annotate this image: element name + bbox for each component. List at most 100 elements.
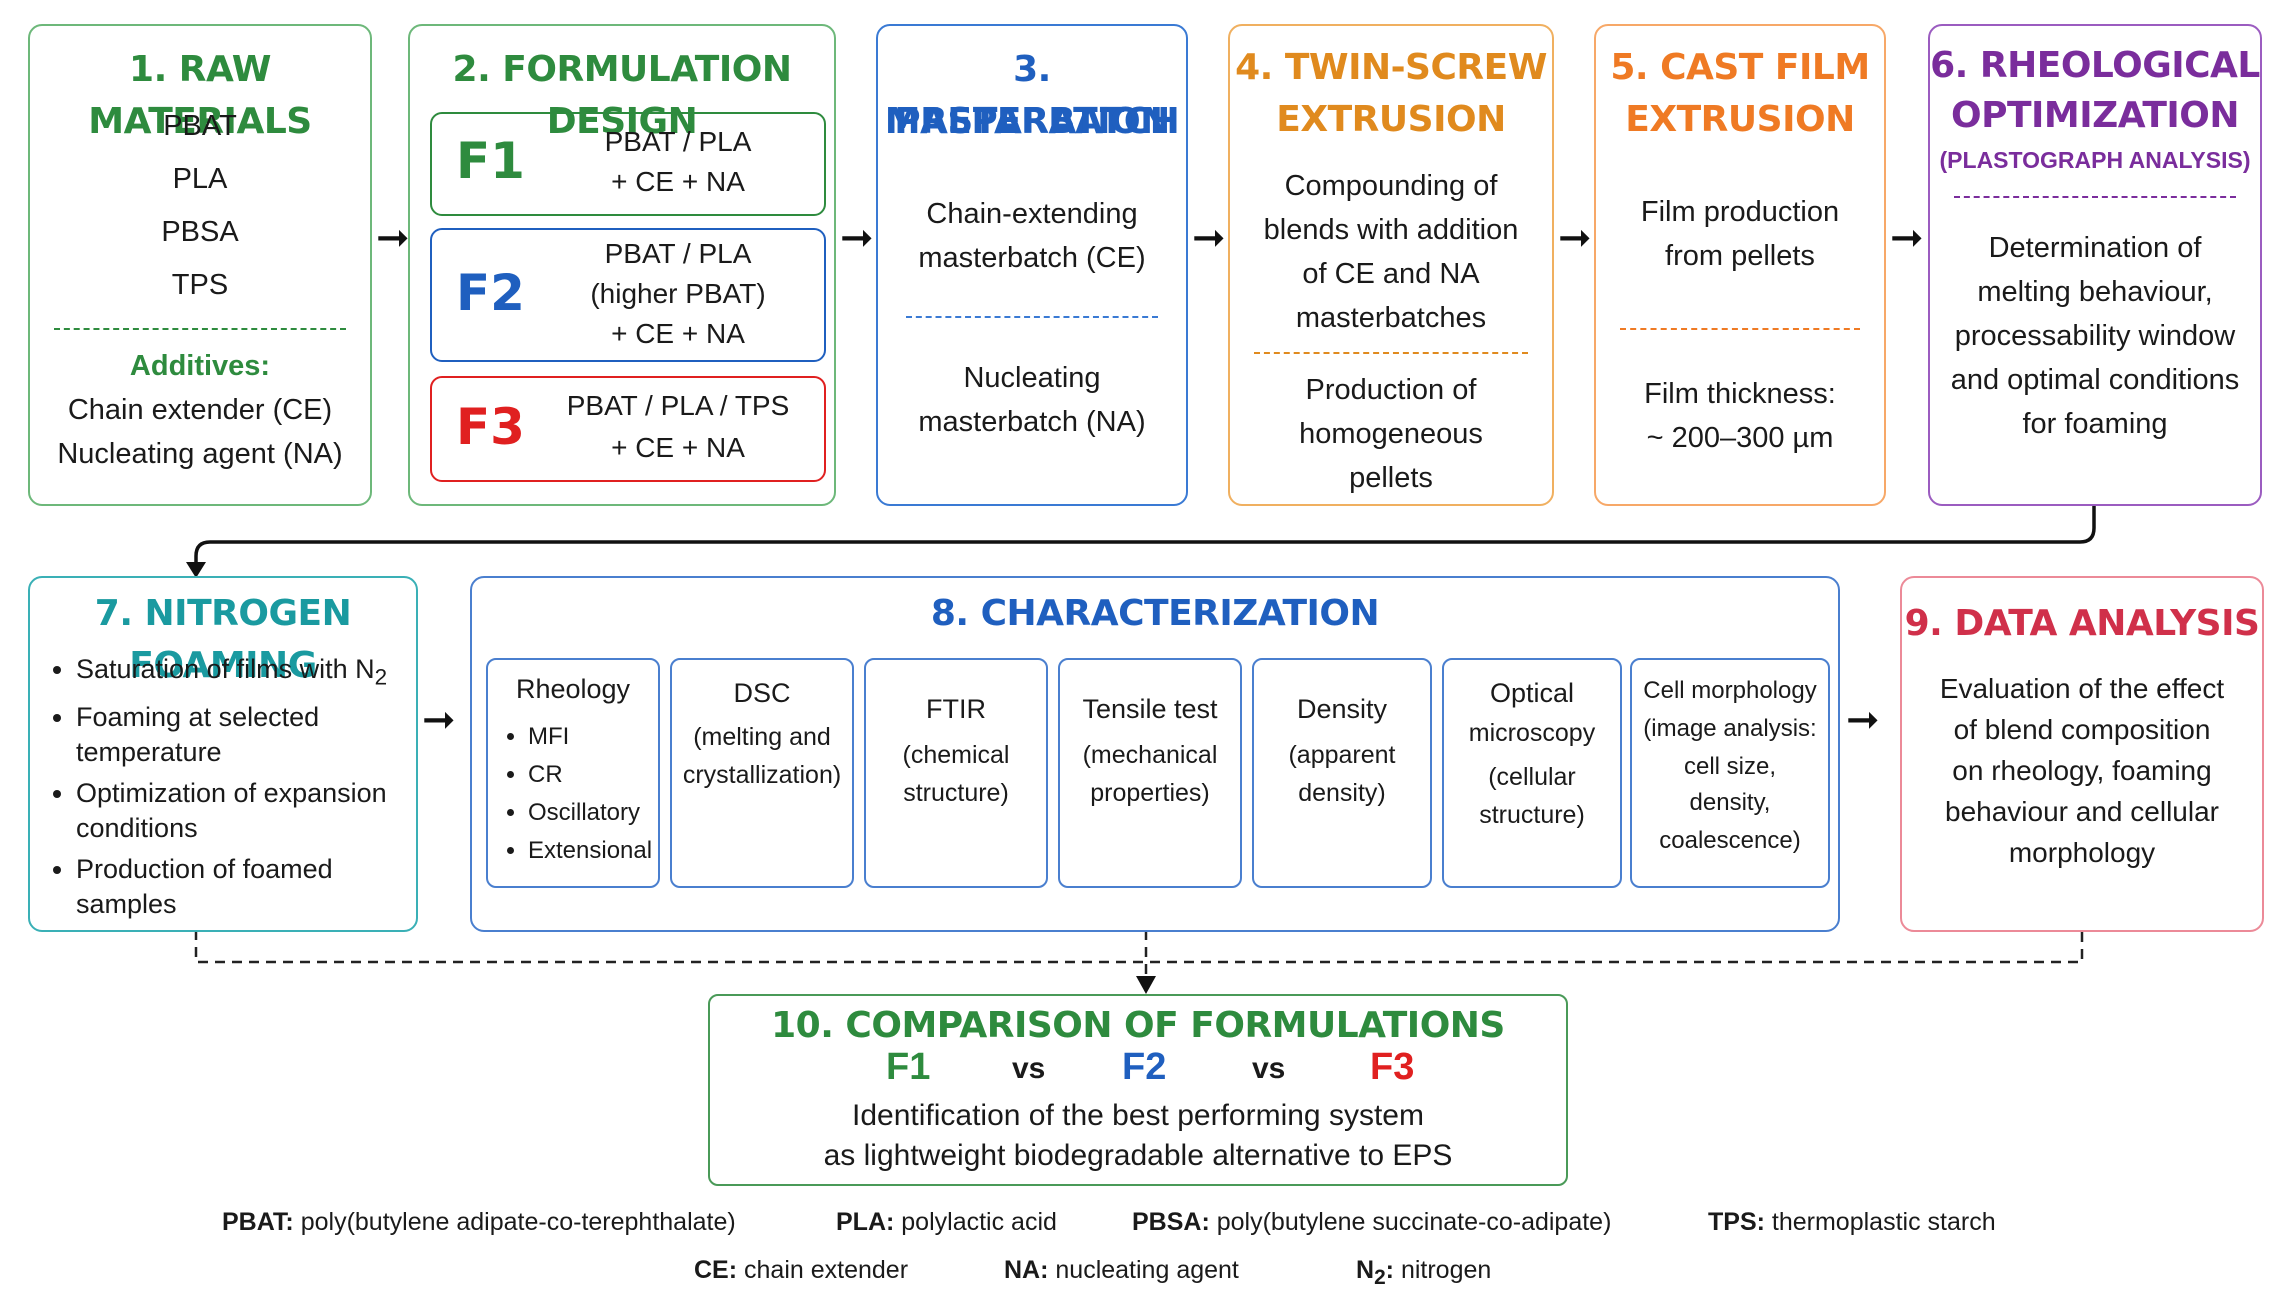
divider [1620, 328, 1860, 330]
foaming-steps-list: Saturation of films with N2 Foaming at s… [40, 652, 406, 928]
step-1-title: 1. RAW MATERIALS [88, 49, 312, 142]
list-item: Foaming at selected temperature [76, 700, 406, 770]
versus-label: vs [1252, 1052, 1286, 1085]
step-7-title: 7. NITROGEN FOAMING [94, 593, 352, 686]
step-text: for foaming [2022, 408, 2168, 440]
legend-ce: CE: chain extender [694, 1256, 909, 1284]
step-5-title: EXTRUSION [1625, 99, 1855, 140]
step-text: as lightweight biodegradable alternative… [823, 1139, 1453, 1172]
step-text: pellets [1349, 462, 1433, 494]
arrow-right-icon: ➞ [1558, 216, 1592, 260]
list-item: MFI [528, 718, 652, 756]
test-desc: crystallization) [682, 761, 842, 789]
arrow-right-icon: ➞ [1890, 216, 1924, 260]
rheology-list: MFI CR Oscillatory Extensional [488, 718, 652, 870]
step-text: homogeneous [1299, 418, 1483, 450]
divider [1954, 196, 2236, 198]
step-10-title: 10. COMPARISON OF FORMULATIONS [771, 1005, 1505, 1046]
step-text: masterbatch (NA) [918, 406, 1146, 438]
formulation-line: PBAT / PLA / TPS [566, 390, 790, 421]
formulation-f3-label: F3 [1370, 1046, 1415, 1088]
test-title: Optical [1489, 678, 1575, 708]
step-text: Film production [1640, 196, 1840, 228]
test-desc: (apparent [1288, 741, 1396, 769]
test-tensile: Tensile test (mechanical properties) [1058, 658, 1242, 888]
test-title: Density [1296, 694, 1388, 724]
arrow-right-icon: ➞ [1192, 216, 1226, 260]
step-6-title: 6. RHEOLOGICAL [1930, 45, 2260, 86]
step-formulation-design: 2. FORMULATION DESIGN F1 PBAT / PLA + CE… [408, 24, 836, 506]
step-text: of blend composition [1953, 714, 2211, 745]
test-ftir: FTIR (chemical structure) [864, 658, 1048, 888]
formulation-f2-label: F2 [1122, 1046, 1167, 1088]
test-desc: density, [1689, 789, 1771, 816]
test-title: Cell morphology [1643, 677, 1817, 704]
list-item: Extensional [528, 832, 652, 870]
step-text: Determination of [1988, 232, 2202, 264]
test-rheology: Rheology MFI CR Oscillatory Extensional [486, 658, 660, 888]
test-dsc: DSC (melting and crystallization) [670, 658, 854, 888]
list-item: Optimization of expansion conditions [76, 776, 406, 846]
test-desc: microscopy [1468, 719, 1596, 747]
step-2-title: 2. FORMULATION DESIGN [452, 49, 792, 142]
legend-pbat: PBAT: poly(butylene adipate-co-terephtha… [222, 1208, 736, 1236]
formulation-label: F2 [456, 264, 525, 322]
step-text: blends with addition [1263, 214, 1519, 246]
test-title: Tensile test [1082, 694, 1218, 724]
list-item: Oscillatory [528, 794, 652, 832]
step-text: Film thickness: [1644, 378, 1836, 410]
step-text: Chain-extending [926, 198, 1138, 230]
legend-pla: PLA: polylactic acid [836, 1208, 1057, 1236]
step-text: Nucleating [963, 362, 1101, 394]
formulation-f1-label: F1 [886, 1046, 931, 1088]
legend-na: NA: nucleating agent [1004, 1256, 1239, 1284]
step-6-title: OPTIMIZATION [1950, 95, 2240, 136]
test-desc: cell size, [1683, 753, 1777, 780]
legend-tps: TPS: thermoplastic starch [1708, 1208, 1996, 1236]
step-text: Identification of the best performing sy… [852, 1099, 1424, 1132]
step-8-title: 8. CHARACTERIZATION [930, 593, 1380, 634]
test-desc: coalescence) [1659, 827, 1801, 854]
versus-label: vs [1012, 1052, 1046, 1085]
step-9-title: 9. DATA ANALYSIS [1904, 603, 2260, 644]
material-item: PBSA [161, 216, 239, 248]
divider [54, 328, 346, 330]
step-comparison-of-formulations: 10. COMPARISON OF FORMULATIONS F1 vs F2 … [708, 994, 1568, 1186]
formulation-line: + CE + NA [611, 318, 745, 349]
step-rheological-optimization: 6. RHEOLOGICAL OPTIMIZATION (PLASTOGRAPH… [1928, 24, 2262, 506]
test-desc: (cellular [1488, 763, 1576, 791]
test-cell-morphology: Cell morphology (image analysis: cell si… [1630, 658, 1830, 888]
step-text: from pellets [1665, 240, 1815, 272]
formulation-line: (higher PBAT) [590, 278, 766, 309]
divider [1254, 352, 1528, 354]
arrow-right-icon: ➞ [1846, 698, 1880, 742]
step-text: Evaluation of the effect [1939, 673, 2225, 704]
formulation-line: PBAT / PLA [604, 126, 752, 157]
test-desc: density) [1298, 779, 1386, 807]
step-text: morphology [2008, 837, 2156, 868]
additive-item: Nucleating agent (NA) [57, 438, 343, 470]
step-text: Production of [1305, 374, 1477, 406]
step-6-subtitle: (PLASTOGRAPH ANALYSIS) [1939, 147, 2251, 173]
step-4-title: EXTRUSION [1276, 99, 1506, 140]
step-characterization: 8. CHARACTERIZATION Rheology MFI CR Osci… [470, 576, 1840, 932]
test-title: FTIR [926, 694, 986, 724]
step-data-analysis: 9. DATA ANALYSIS Evaluation of the effec… [1900, 576, 2264, 932]
step-text: masterbatches [1295, 302, 1487, 334]
step-text: behaviour and cellular [1945, 796, 2219, 827]
formulation-line: + CE + NA [611, 432, 745, 463]
additives-title: Additives: [129, 350, 271, 382]
formulation-label: F1 [456, 132, 525, 190]
test-desc: structure) [1479, 801, 1585, 829]
step-twin-screw-extrusion: 4. TWIN-SCREW EXTRUSION Compounding of b… [1228, 24, 1554, 506]
test-desc: (mechanical [1082, 741, 1218, 769]
step-text: ~ 200–300 µm [1646, 422, 1834, 454]
additive-item: Chain extender (CE) [67, 394, 333, 426]
step-nitrogen-foaming: 7. NITROGEN FOAMING Saturation of films … [28, 576, 418, 932]
arrow-right-icon: ➞ [840, 216, 874, 260]
step-5-title: 5. CAST FILM [1610, 47, 1870, 88]
test-desc: (image analysis: [1643, 715, 1817, 742]
formulation-line: + CE + NA [611, 166, 745, 197]
step-text: of CE and NA [1302, 258, 1480, 290]
step-text: and optimal conditions [1950, 364, 2240, 396]
